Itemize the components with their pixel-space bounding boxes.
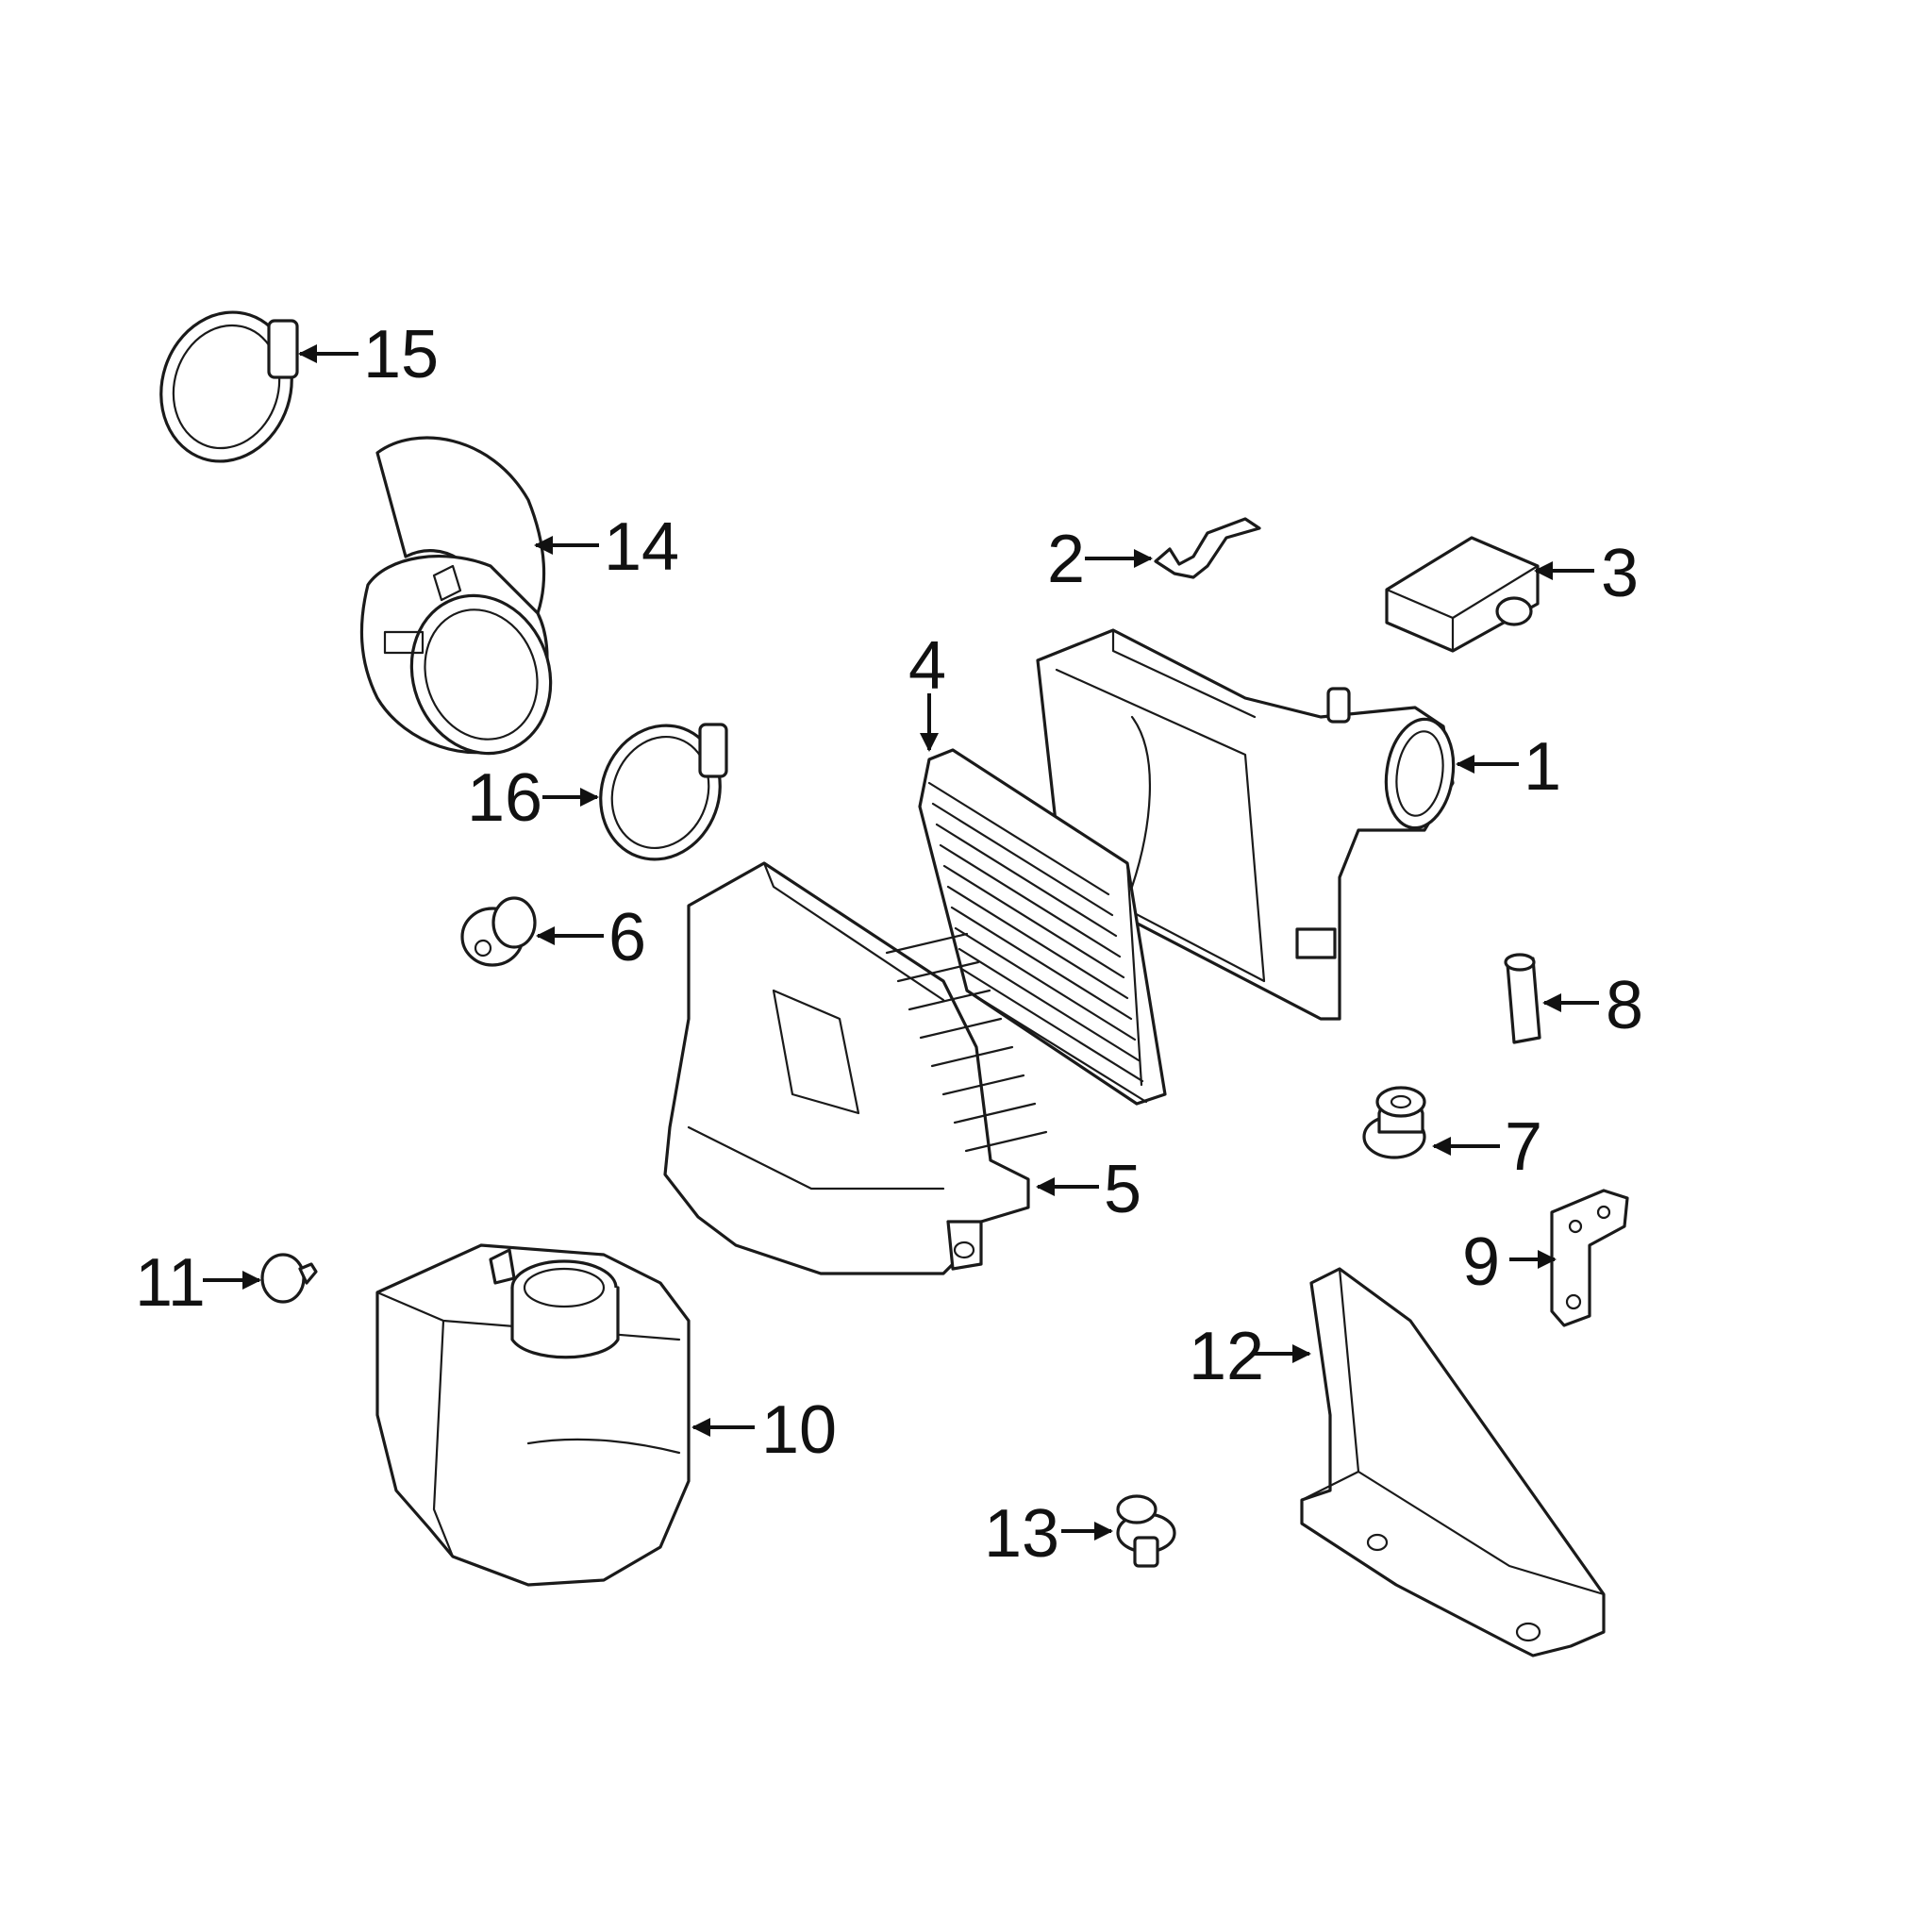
part-2-clip[interactable] (1154, 517, 1261, 579)
filter-pleat (942, 864, 1125, 979)
part-12-intake-guide[interactable] (1300, 1267, 1606, 1657)
callout-12: 12 (1189, 1319, 1264, 1394)
part-15-hose-clamp[interactable] (142, 295, 311, 478)
part-11-push-clip[interactable] (260, 1253, 318, 1304)
callout-6: 6 (608, 900, 646, 975)
callout-arrows (203, 344, 1599, 1541)
callout-15: 15 (363, 317, 439, 392)
callout-5: 5 (1104, 1152, 1141, 1227)
part-5-air-cleaner-case[interactable] (663, 861, 1048, 1275)
filter-pleat (950, 906, 1133, 1021)
callout-3: 3 (1601, 536, 1639, 611)
case-rib (953, 1102, 1037, 1124)
case-rib (930, 1045, 1014, 1068)
callout-13: 13 (984, 1496, 1059, 1572)
part-13-push-clip[interactable] (1116, 1494, 1176, 1568)
callout-1: 1 (1524, 729, 1561, 805)
callout-2: 2 (1047, 522, 1085, 597)
filter-pleat (935, 823, 1118, 938)
filter-pleat (927, 781, 1110, 896)
filter-pleat (946, 885, 1129, 1000)
callout-7: 7 (1505, 1109, 1542, 1185)
part-3-sensor-module[interactable] (1385, 536, 1540, 653)
part-4-air-filter[interactable] (918, 748, 1167, 1106)
callout-4: 4 (908, 628, 946, 704)
callout-16: 16 (467, 760, 542, 836)
filter-pleat (954, 926, 1137, 1041)
callout-10: 10 (761, 1392, 837, 1468)
part-1-air-cleaner-cover[interactable] (1036, 628, 1460, 1021)
part-8-pin[interactable] (1504, 953, 1541, 1044)
part-14-intake-duct[interactable] (359, 436, 572, 773)
part-6-grommet[interactable] (460, 896, 537, 967)
callout-9: 9 (1462, 1224, 1500, 1300)
part-7-grommet[interactable] (1362, 1086, 1426, 1159)
case-rib (885, 932, 969, 955)
callout-8: 8 (1606, 968, 1643, 1043)
case-rib (941, 1074, 1025, 1096)
case-rib (919, 1017, 1003, 1040)
case-rib (964, 1130, 1048, 1153)
filter-pleat (958, 947, 1141, 1062)
filter-pleat (931, 802, 1114, 917)
case-rib (896, 960, 980, 983)
case-rib (908, 989, 991, 1011)
filter-pleat (939, 843, 1122, 958)
part-16-hose-clamp[interactable] (582, 708, 739, 876)
callout-14: 14 (604, 509, 679, 585)
part-10-resonator[interactable] (375, 1243, 691, 1587)
callout-numbers: 1 2 3 4 5 6 7 8 9 10 11 12 13 14 15 16 (135, 317, 1643, 1572)
filter-pleat (965, 989, 1148, 1104)
part-9-bracket[interactable] (1550, 1189, 1629, 1327)
filter-pleat (961, 968, 1144, 1083)
callout-11: 11 (135, 1245, 206, 1321)
